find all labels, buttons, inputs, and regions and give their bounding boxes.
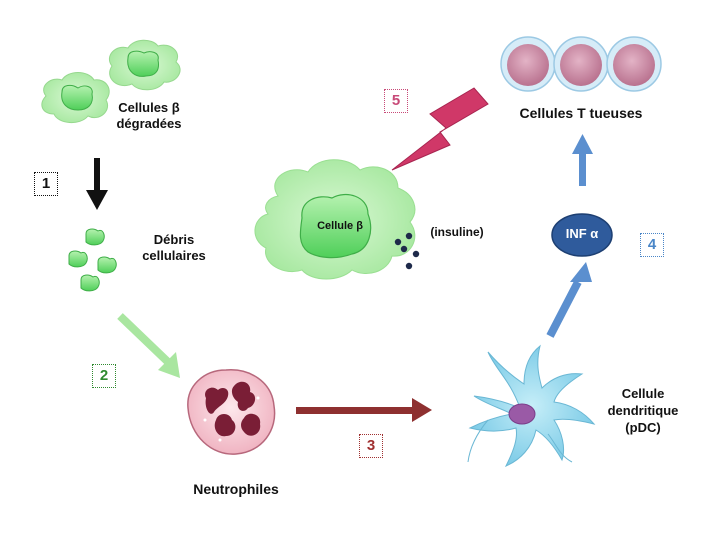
cellular-debris-illustration <box>68 228 117 292</box>
cellular-debris-label-line2: cellulaires <box>142 248 206 264</box>
arrow-inf-to-t-cells <box>572 134 593 186</box>
dendritic-cell-label: Cellule dendritique (pDC) <box>598 386 688 437</box>
beta-cell-label: Cellule β <box>317 220 363 232</box>
neutrophils-label: Neutrophiles <box>193 481 279 497</box>
arrow-degradation <box>86 158 108 210</box>
beta-cell-cloud-illustration <box>254 159 416 280</box>
degraded-beta-cell-top <box>108 39 181 91</box>
degraded-beta-cells-label-line2: dégradées <box>116 116 182 132</box>
t-cell <box>606 36 662 92</box>
dendritic-cell-label-line2: dendritique <box>607 402 679 418</box>
arrow-neutrophils-to-dendritic <box>296 398 432 422</box>
killer-t-cells-label: Cellules T tueuses <box>519 105 643 121</box>
insulin-granules <box>394 232 420 270</box>
killer-t-cells-illustration <box>500 36 662 92</box>
arrow-dendritic-to-inf <box>546 262 592 338</box>
cellular-debris-label: Débris cellulaires <box>138 232 210 265</box>
attack-lightning-bolt <box>391 87 489 171</box>
t-cell <box>500 36 556 92</box>
step-5-badge: 5 <box>384 89 408 113</box>
degraded-beta-cells-label-line1: Cellules β <box>118 100 180 115</box>
step-4-badge: 4 <box>640 233 664 257</box>
degraded-beta-cells-illustration <box>41 39 181 123</box>
neutrophil-illustration <box>187 369 276 455</box>
step-1-badge: 1 <box>34 172 58 196</box>
t-cell <box>553 36 609 92</box>
inf-alpha-oval <box>551 213 613 257</box>
degraded-beta-cells-label: Cellules β dégradées <box>104 100 194 133</box>
dendritic-cell-label-line1: Cellule <box>621 386 665 401</box>
arrow-debris-to-neutrophils <box>117 313 180 378</box>
inf-alpha-label: INF α <box>565 226 599 241</box>
cellular-debris-label-line1: Débris <box>153 232 195 247</box>
dendritic-cell-label-line3: (pDC) <box>625 419 661 435</box>
dendritic-cell-nucleus <box>508 403 536 425</box>
step-3-badge: 3 <box>359 434 383 458</box>
dendritic-cell-illustration <box>467 344 596 467</box>
degraded-beta-cell-bottom <box>41 72 110 123</box>
step-2-badge: 2 <box>92 364 116 388</box>
insulin-label: (insuline) <box>430 225 484 239</box>
